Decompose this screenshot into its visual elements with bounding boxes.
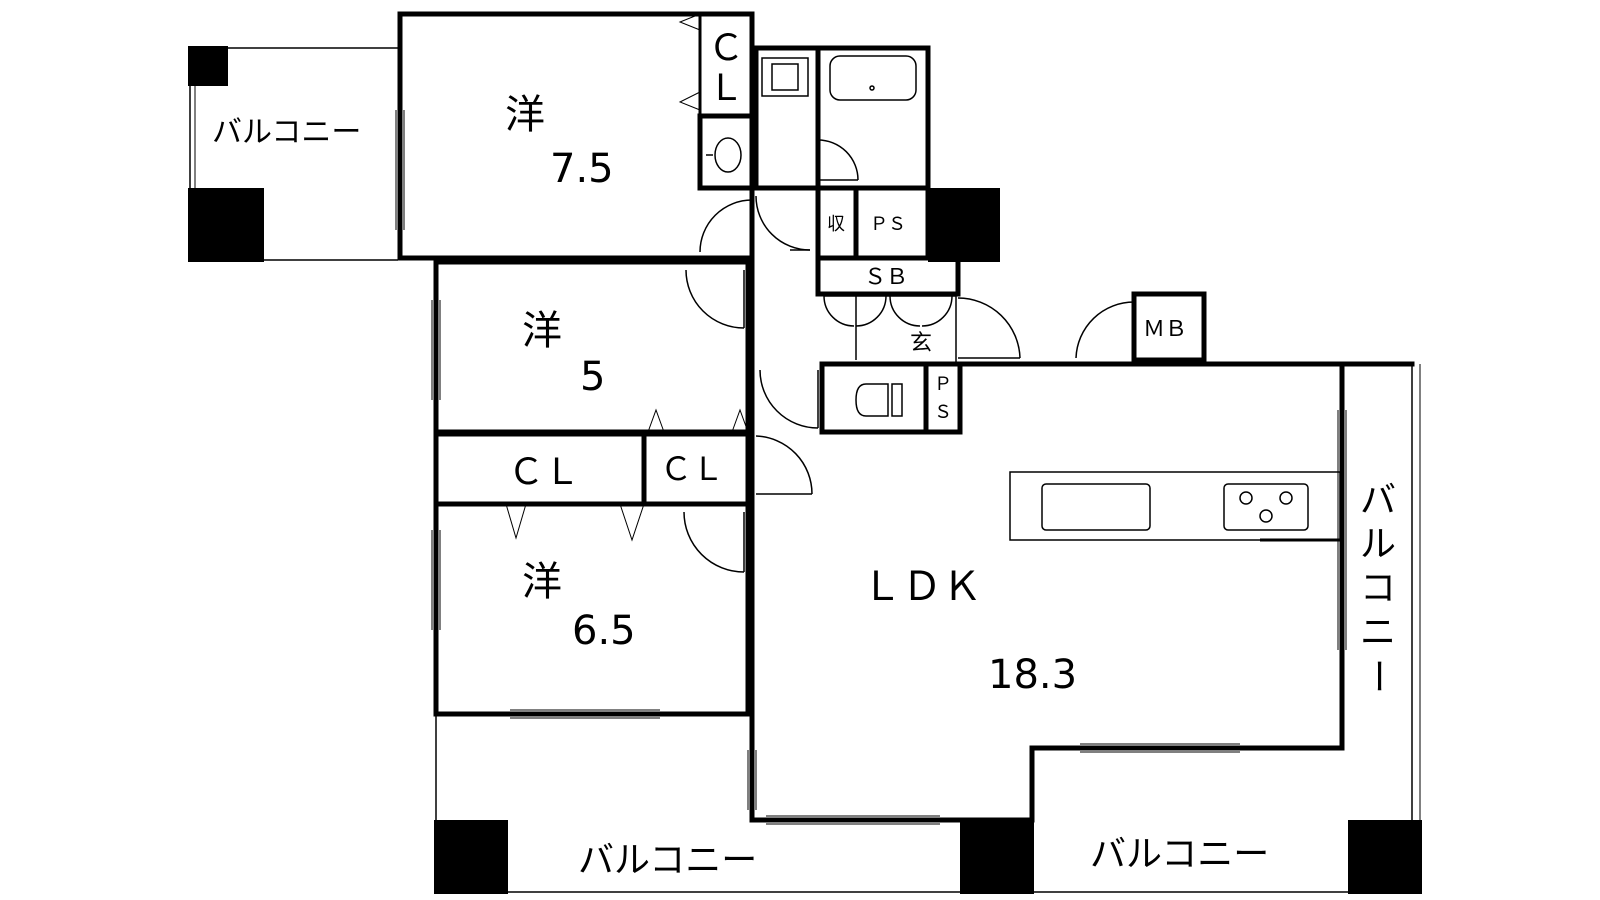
ldk-type: ＬＤＫ (862, 564, 982, 610)
cl-top-line2: Ｌ (708, 68, 744, 109)
balcony-right-char: バ (1360, 480, 1396, 521)
ps-right-line1: Ｐ (934, 374, 952, 395)
balcony-top-left-label: バルコニー (212, 115, 361, 150)
toilet (759, 361, 963, 435)
western2-size: 5 (580, 354, 605, 400)
genkan-label: 玄 (910, 331, 932, 356)
balcony-bottom-right-label: バルコニー (1090, 834, 1269, 875)
storage-ps-top (815, 185, 961, 297)
balconies-bottom-right (435, 364, 1422, 894)
entrance (823, 291, 1207, 364)
western3-type: 洋 (522, 559, 562, 605)
western3-size: 6.5 (572, 608, 636, 654)
balcony-right-char: ル (1360, 524, 1396, 565)
cl-small: ＣＬ (660, 450, 724, 488)
balcony-right-vertical-label: バ ル コ ニ ー (1357, 480, 1398, 694)
ldk-size: 18.3 (988, 652, 1077, 698)
cl-top-line1: Ｃ (708, 28, 744, 69)
ps-top-label: ＰＳ (870, 214, 906, 235)
sb-label: ＳＢ (864, 265, 908, 290)
room-western-6-5 (431, 435, 813, 719)
room-ldk (747, 11, 1415, 825)
room-western-5 (431, 259, 751, 435)
balcony-right-char: ニ (1360, 612, 1396, 653)
western1-size: 7.5 (550, 146, 614, 192)
western1-type: 洋 (505, 92, 545, 138)
structural-columns (188, 46, 1422, 894)
cl-wide: ＣＬ (508, 452, 580, 493)
western2-type: 洋 (522, 308, 562, 354)
balcony-right-char: ー (1357, 658, 1398, 694)
mb-label: ＭＢ (1143, 317, 1187, 342)
balcony-top-left (188, 47, 398, 261)
balcony-right-char: コ (1360, 568, 1396, 609)
ps-right-line2: Ｓ (934, 402, 952, 423)
shuu-label: 収 (827, 214, 845, 235)
balcony-bottom-left-label: バルコニー (578, 840, 757, 881)
